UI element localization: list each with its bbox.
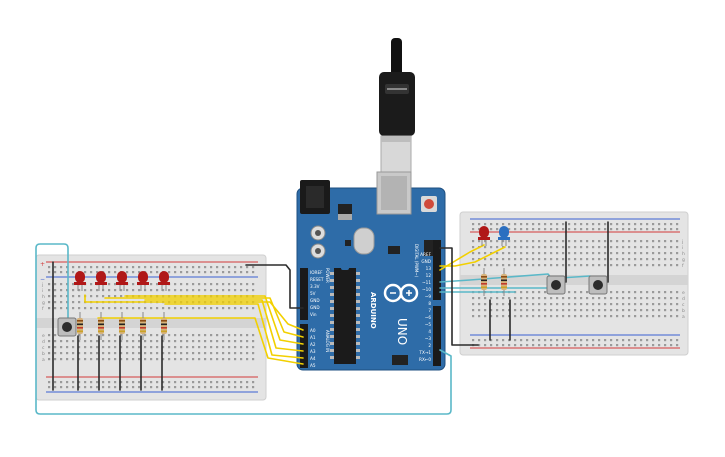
left-resistor-4: [140, 312, 146, 340]
right-row-letter-bottom-1: d: [682, 296, 685, 302]
wire-cyan-loop: [35, 243, 452, 415]
digital-bottom-pin-label-1: ~6: [425, 315, 432, 320]
digital-top-pin-label-0: AREF: [420, 252, 431, 257]
left-row-letter-bottom-2: c: [42, 346, 45, 351]
digital-bottom-pin-label-4: ~3: [425, 336, 432, 341]
left-resistor-group: [77, 312, 167, 340]
right-pushbutton-1[interactable]: [546, 275, 566, 295]
left-resistor-3: [119, 312, 125, 340]
digital-top-pin-label-6: ~9: [425, 294, 432, 299]
left-row-letter-bottom-0: e: [42, 334, 45, 339]
power-pin-label-3: 5V: [310, 291, 316, 296]
wire-yellow-a1: [104, 297, 304, 338]
arduino-uno-board: ARDUINO UNO POWER ANALOG IN DIGITAL (PWM…: [296, 171, 446, 371]
right-row-letter-bottom-2: c: [682, 303, 685, 308]
power-pin-label-4: GND: [310, 298, 320, 303]
right-breadboard: [459, 211, 689, 356]
digital-top-pin-label-4: ~11: [422, 280, 431, 285]
left-breadboard: + −: [35, 254, 267, 401]
analog-pin-label-3: A3: [310, 349, 316, 354]
left-row-letter-bottom-3: b: [42, 351, 45, 357]
left-row-letter-bottom-1: d: [42, 339, 45, 345]
left-resistor-5: [161, 312, 167, 340]
right-row-letter-top-2: h: [682, 251, 685, 257]
left-row-letter-top-3: g: [42, 301, 45, 306]
digital-bottom-pin-label-3: 4: [428, 329, 431, 334]
digital-top-pin-label-1: GND: [421, 259, 431, 264]
power-pin-label-0: IOREF: [310, 270, 323, 275]
wire-black-gnd-right: [439, 247, 479, 346]
wire-yellow-a2: [124, 295, 304, 345]
analog-pin-label-2: A2: [310, 342, 316, 347]
right-row-letter-bottom-0: e: [682, 291, 685, 296]
left-rail-minus-label: −: [40, 276, 45, 283]
left-resistor-2: [98, 312, 104, 340]
right-led-blue: [498, 226, 510, 246]
digital-group-label: DIGITAL (PWM~): [414, 244, 419, 278]
arduino-brand-label: ARDUINO: [369, 292, 377, 329]
right-row-letter-bottom-4: a: [682, 315, 685, 320]
wire-black-gnd-left: [245, 264, 304, 309]
wire-yellow-a4: [164, 303, 304, 359]
digital-top-pin-label-2: 13: [426, 266, 432, 271]
left-row-letter-top-2: h: [42, 294, 45, 300]
left-led-3: [116, 271, 128, 291]
analog-pin-label-4: A4: [310, 356, 316, 361]
arduino-logo: [383, 283, 419, 303]
left-pushbutton[interactable]: [57, 317, 77, 337]
reset-button[interactable]: [424, 199, 434, 209]
digital-bottom-pin-label-0: 7: [428, 308, 431, 313]
digital-bottom-pin-label-6: TX→1: [418, 350, 431, 355]
right-row-letter-bottom-3: b: [682, 308, 685, 314]
analog-group-label: ANALOG IN: [325, 330, 330, 352]
left-resistor-1: [77, 312, 83, 340]
wire-yellow-a5: [97, 317, 304, 365]
left-row-letter-top-4: f: [42, 306, 44, 312]
digital-top-pin-label-5: ~10: [422, 287, 431, 292]
left-led-2: [95, 271, 107, 291]
digital-bottom-pin-label-7: RX←0: [419, 357, 431, 362]
wire-yellow-d12: [439, 244, 485, 271]
right-resistor-2: [501, 268, 507, 296]
power-pin-label-2: 3.3V: [310, 284, 320, 289]
right-row-letter-top-1: i: [682, 245, 683, 251]
power-pin-label-1: RESET: [310, 277, 324, 282]
left-led-1: [74, 271, 86, 291]
analog-pin-label-1: A1: [310, 335, 316, 340]
left-led-4: [137, 271, 149, 291]
digital-bottom-pin-label-2: ~5: [425, 322, 432, 327]
right-resistor-1: [481, 268, 487, 296]
power-pin-label-5: GND: [310, 305, 320, 310]
wire-yellow-a3: [144, 299, 304, 352]
digital-bottom-pin-label-5: 2: [428, 343, 431, 348]
right-led-group: [478, 226, 510, 246]
right-row-letter-top-0: j: [681, 239, 683, 245]
analog-pin-label-5: A5: [310, 363, 316, 368]
left-led-group: [74, 271, 170, 291]
left-row-letter-bottom-4: a: [42, 358, 45, 363]
left-row-letter-top-1: i: [42, 288, 43, 294]
wire-yellow-d13: [439, 246, 506, 267]
right-row-letter-top-4: f: [682, 263, 684, 269]
analog-pin-label-0: A0: [310, 328, 316, 333]
power-group-label: POWER: [325, 268, 330, 283]
left-rail-plus-label: +: [40, 261, 45, 268]
left-led-5: [158, 271, 170, 291]
right-row-letter-top-3: g: [682, 258, 685, 263]
left-row-letter-top-0: j: [41, 282, 43, 288]
power-pin-label-6: Vin: [310, 312, 317, 317]
right-led-red: [478, 226, 490, 246]
digital-top-pin-label-3: 12: [426, 273, 432, 278]
wire-yellow-a0: [84, 294, 304, 331]
digital-top-pin-label-7: 8: [428, 301, 431, 306]
usb-cable: [379, 38, 415, 173]
right-resistor-group: [481, 268, 507, 296]
right-pushbutton-2[interactable]: [588, 275, 608, 295]
arduino-model-label: UNO: [395, 318, 409, 345]
